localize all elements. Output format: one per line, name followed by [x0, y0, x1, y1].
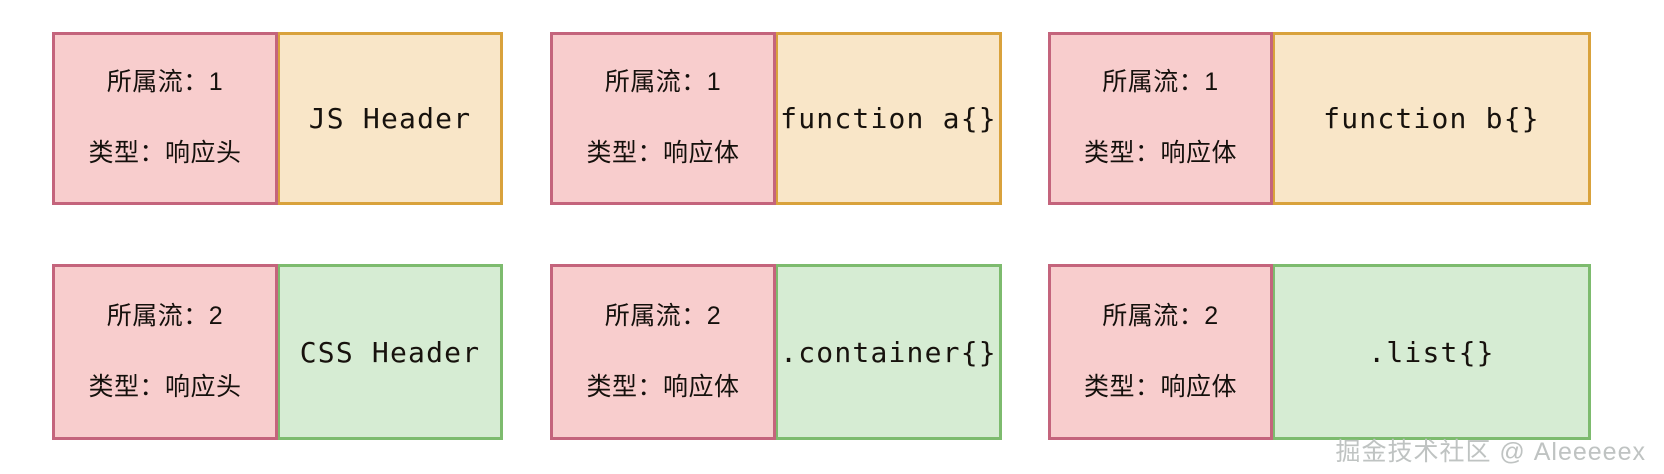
frame-stream-label: 所属流：1: [106, 68, 224, 97]
frame-metadata-cell: 所属流：2 类型：响应体: [550, 264, 776, 440]
frame-type-label: 类型：响应体: [1083, 139, 1237, 168]
frame-block-css-body-container: 所属流：2 类型：响应体 .container{}: [550, 264, 1002, 440]
frame-stream-label: 所属流：2: [1102, 301, 1219, 330]
frame-payload-cell: JS Header: [278, 32, 503, 205]
frame-payload-cell: function b{}: [1273, 32, 1591, 205]
frame-block-js-body-b: 所属流：1 类型：响应体 function b{}: [1048, 32, 1591, 205]
frame-block-js-body-a: 所属流：1 类型：响应体 function a{}: [550, 32, 1002, 205]
frame-stream-label: 所属流：2: [106, 301, 224, 330]
frame-type-label: 类型：响应体: [586, 372, 740, 401]
frame-metadata-cell: 所属流：1 类型：响应体: [1048, 32, 1273, 205]
frame-type-label: 类型：响应体: [586, 139, 740, 168]
frame-stream-label: 所属流：1: [604, 68, 722, 97]
frame-metadata-cell: 所属流：2 类型：响应头: [52, 264, 278, 440]
frame-payload-cell: .container{}: [776, 264, 1002, 440]
frame-stream-label: 所属流：2: [604, 301, 722, 330]
frame-metadata-cell: 所属流：2 类型：响应体: [1048, 264, 1273, 440]
frame-metadata-cell: 所属流：1 类型：响应头: [52, 32, 278, 205]
frame-metadata-cell: 所属流：1 类型：响应体: [550, 32, 776, 205]
frame-block-css-body-list: 所属流：2 类型：响应体 .list{}: [1048, 264, 1591, 440]
frame-type-label: 类型：响应头: [88, 372, 242, 401]
frame-block-css-header: 所属流：2 类型：响应头 CSS Header: [52, 264, 503, 440]
frame-payload-cell: .list{}: [1273, 264, 1591, 440]
frame-stream-label: 所属流：1: [1102, 68, 1219, 97]
frame-payload-cell: CSS Header: [278, 264, 503, 440]
frame-block-js-header: 所属流：1 类型：响应头 JS Header: [52, 32, 503, 205]
frame-payload-cell: function a{}: [776, 32, 1002, 205]
frame-type-label: 类型：响应头: [88, 139, 242, 168]
frame-type-label: 类型：响应体: [1083, 372, 1237, 401]
